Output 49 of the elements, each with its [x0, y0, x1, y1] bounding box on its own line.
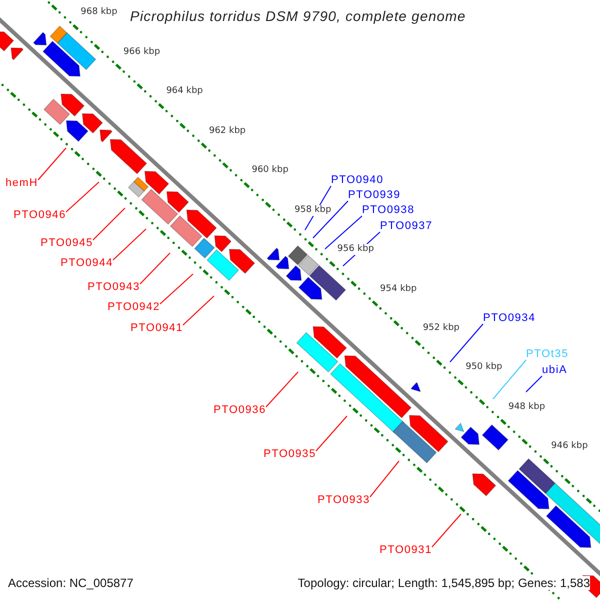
- leader-line: [160, 274, 194, 304]
- leader-line: [38, 148, 66, 180]
- gene-label: PTO0945: [40, 237, 93, 250]
- gene-label: PTO0933: [318, 494, 370, 507]
- gene-label: PTO0946: [14, 209, 66, 222]
- scale-label: 958 kbp: [294, 204, 332, 216]
- leader-line: [312, 200, 348, 238]
- topology-text: Topology: circular; Length: 1,545,895 bp; Genes: 1,583: [298, 576, 590, 590]
- leader-line: [66, 182, 100, 212]
- gene-label: PTO0935: [264, 448, 316, 461]
- leader-line: [526, 376, 542, 392]
- gene-label: PTO0936: [214, 404, 266, 417]
- scale-label: 946 kbp: [551, 441, 588, 452]
- leader-line: [112, 228, 146, 260]
- leader-line: [316, 416, 348, 452]
- leader-line: [432, 514, 462, 548]
- accession-text: Accession: NC_005877: [8, 576, 134, 590]
- gene-label: PTO0937: [380, 220, 432, 233]
- gene-label: PTO0944: [60, 257, 113, 270]
- leader-line: [182, 296, 214, 326]
- gene-label: PTO0938: [362, 204, 414, 217]
- leader-line: [140, 252, 170, 284]
- scale-label: 956 kbp: [337, 244, 374, 256]
- gene-label: PTO0940: [331, 174, 384, 187]
- scale-label: 952 kbp: [422, 322, 460, 334]
- gene-label: PTO0939: [348, 189, 400, 202]
- leader-line: [492, 360, 526, 400]
- scale-label: 948 kbp: [508, 402, 546, 413]
- scale-label: 968 kbp: [80, 7, 118, 18]
- scale-label: 950 kbp: [466, 362, 502, 374]
- gene-label: PTO0934: [483, 312, 536, 325]
- scale-label: 966 kbp: [123, 46, 160, 58]
- scale-label: 954 kbp: [380, 284, 417, 295]
- gene-label: PTO0943: [88, 281, 140, 294]
- leader-line: [266, 372, 298, 408]
- scale-label: 962 kbp: [208, 126, 246, 137]
- scale-label: 960 kbp: [252, 165, 288, 176]
- leader-line: [450, 324, 484, 362]
- gene-label: hemH: [5, 177, 38, 190]
- title: Picrophilus torridus DSM 9790, complete genome: [130, 8, 466, 24]
- gene-label: PTO0942: [108, 301, 160, 314]
- leader-line: [370, 460, 400, 498]
- leader-line: [92, 208, 126, 240]
- gene-label: PTOt35: [526, 348, 569, 361]
- gene-label: PTO0931: [380, 544, 432, 557]
- scale-label: 964 kbp: [166, 86, 203, 98]
- leader-line: [324, 216, 362, 250]
- gene-label: PTO0941: [130, 322, 183, 335]
- gene-label: ubiA: [542, 364, 568, 377]
